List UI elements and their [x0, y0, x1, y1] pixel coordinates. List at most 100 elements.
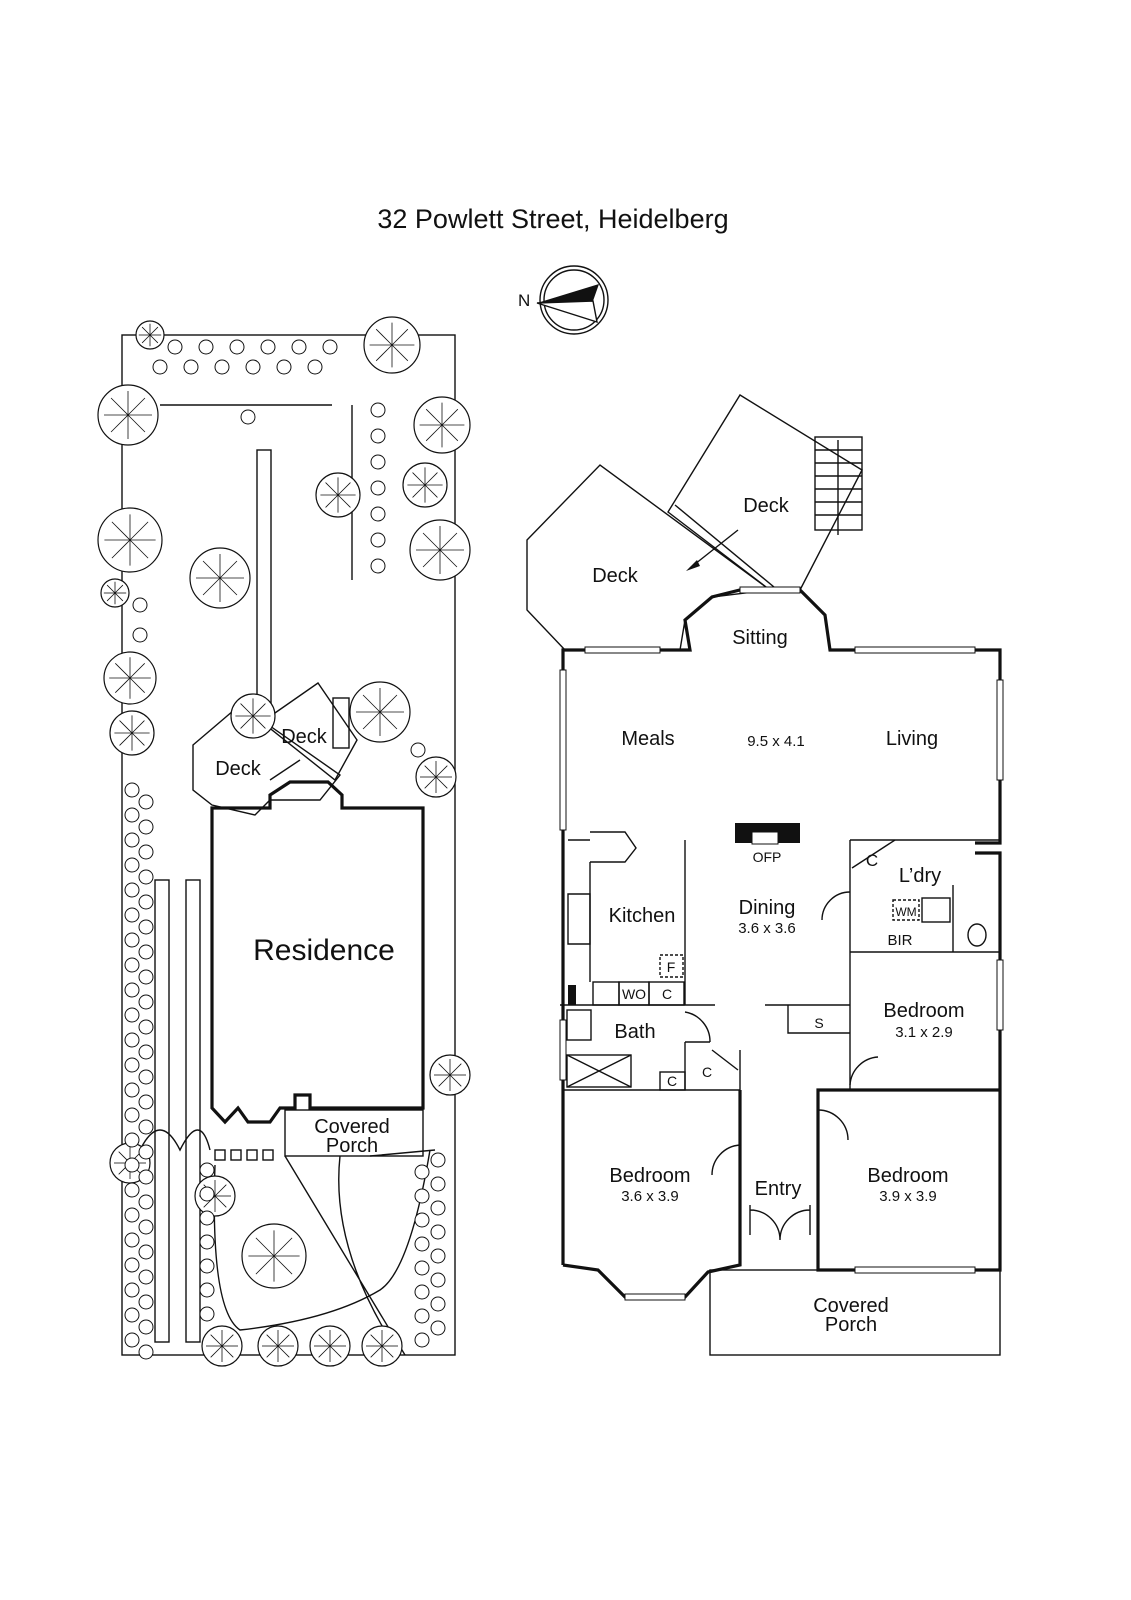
porch-label-2: Porch [825, 1314, 877, 1336]
dining-dims: 3.6 x 3.6 [738, 920, 796, 937]
shrub-icon [199, 1234, 215, 1250]
bath-label: Bath [614, 1021, 655, 1043]
shrub-icon [370, 480, 386, 496]
shrub-icon [124, 1332, 140, 1348]
laundry-cupboard-label: C [866, 851, 878, 870]
shrub-icon [138, 894, 154, 910]
shrub-icon [138, 919, 154, 935]
deck-stairs [814, 436, 863, 535]
shrub-icon [124, 1232, 140, 1248]
shrub-icon [124, 982, 140, 998]
shrub-icon [152, 359, 168, 375]
shrub-icon [414, 1236, 430, 1252]
shrub-icon [138, 1044, 154, 1060]
shrub-icon [410, 742, 426, 758]
driveway-strip [154, 879, 170, 1343]
shrub-icon [370, 532, 386, 548]
sink-icon [567, 893, 591, 945]
shrub-icon [199, 1258, 215, 1274]
shrub-icon [199, 1162, 215, 1178]
shrub-icon [414, 1332, 430, 1348]
shrub-icon [307, 359, 323, 375]
north-label: N [518, 291, 530, 310]
shrub-icon [124, 1032, 140, 1048]
bath-cupboard-label: C [667, 1073, 677, 1089]
bedroom1-dims: 3.6 x 3.9 [621, 1188, 679, 1205]
bedroom2-label: Bedroom [883, 1000, 964, 1022]
shrub-icon [138, 1294, 154, 1310]
deck-left-label: Deck [592, 565, 639, 587]
shrub-icon [124, 882, 140, 898]
shrub-icon [124, 1182, 140, 1198]
plan-title: 32 Powlett Street, Heidelberg [377, 204, 728, 234]
shrub-icon [430, 1200, 446, 1216]
shrub-icon [138, 1319, 154, 1335]
shrub-icon [124, 1057, 140, 1073]
shrub-icon [124, 907, 140, 923]
floor-plan: Deck Deck Sitting Meals 9.5 x 4.1 Living… [526, 394, 1004, 1356]
shrub-icon [138, 1344, 154, 1360]
shrub-icon [124, 782, 140, 798]
porch-label-1: Covered [813, 1295, 889, 1317]
shrub-icon [199, 1282, 215, 1298]
entry-label: Entry [755, 1178, 802, 1200]
shrub-icon [124, 1132, 140, 1148]
shrub-icon [167, 339, 183, 355]
shrub-icon [291, 339, 307, 355]
shrub-icon [414, 1188, 430, 1204]
shrub-icon [124, 1282, 140, 1298]
shrub-icon [132, 597, 148, 613]
north-compass-icon: N [518, 265, 609, 335]
site-porch-label-2: Porch [326, 1135, 378, 1157]
shrub-icon [276, 359, 292, 375]
shrub-icon [414, 1260, 430, 1276]
residence-label: Residence [253, 934, 395, 967]
shrub-icon [370, 558, 386, 574]
shrub-icon [124, 807, 140, 823]
shrub-icon [138, 969, 154, 985]
site-plan: Deck Deck Residence Covered Porch [97, 316, 471, 1367]
site-deck-lower-label: Deck [215, 758, 262, 780]
driveway-strip [185, 879, 201, 1343]
shrub-icon [430, 1296, 446, 1312]
hall-cupboard-label: C [702, 1064, 712, 1080]
shrub-icon [430, 1248, 446, 1264]
kitchen-label: Kitchen [609, 905, 676, 927]
shrub-icon [138, 819, 154, 835]
shrub-icon [370, 454, 386, 470]
shrub-icon [430, 1224, 446, 1240]
shrub-icon [138, 1019, 154, 1035]
shrub-icon [124, 1007, 140, 1023]
shrub-icon [138, 1269, 154, 1285]
shrub-icon [430, 1176, 446, 1192]
shrub-icon [124, 1107, 140, 1123]
shrub-icon [138, 1219, 154, 1235]
shrub-icon [199, 1186, 215, 1202]
shrub-icon [414, 1212, 430, 1228]
shrub-icon [138, 1194, 154, 1210]
bedroom3-label: Bedroom [867, 1165, 948, 1187]
shrub-icon [124, 1307, 140, 1323]
ofp-label: OFP [753, 849, 782, 865]
shrub-icon [414, 1284, 430, 1300]
shrub-icon [214, 359, 230, 375]
washing-machine-label: WM [895, 905, 916, 919]
trees [97, 316, 471, 1367]
shrub-icon [138, 1119, 154, 1135]
kitchen-cupboard-label: C [662, 986, 672, 1002]
shrub-icon [138, 1094, 154, 1110]
bedroom3-dims: 3.9 x 3.9 [879, 1188, 937, 1205]
shrub-icon [430, 1320, 446, 1336]
shrub-icon [138, 994, 154, 1010]
shrub-icon [199, 1306, 215, 1322]
shrub-icon [138, 944, 154, 960]
shrub-icon [124, 1207, 140, 1223]
shrub-icon [138, 1244, 154, 1260]
shrub-icon [370, 402, 386, 418]
dining-label: Dining [739, 897, 796, 919]
shrub-icon [370, 506, 386, 522]
toilet-icon [967, 923, 987, 947]
fridge-label: F [667, 959, 676, 975]
shrub-icon [138, 1169, 154, 1185]
site-deck-upper-label: Deck [281, 726, 328, 748]
